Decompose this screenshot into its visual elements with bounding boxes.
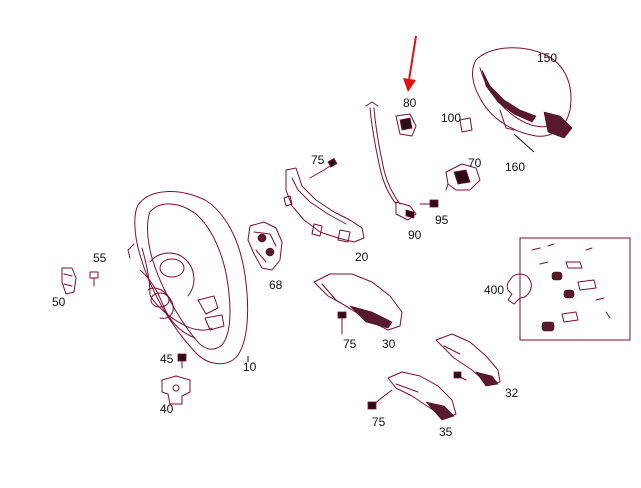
label-part-45: 45: [160, 352, 174, 366]
part-30-cover: [313, 273, 403, 331]
label-part-35: 35: [439, 425, 453, 439]
label-part-50: 50: [52, 295, 66, 309]
label-part-80: 80: [403, 96, 417, 110]
part-95-screw: [419, 199, 439, 208]
label-part-32: 32: [505, 386, 519, 400]
label-part-160: 160: [505, 160, 526, 174]
label-part-100: 100: [441, 111, 462, 125]
label-part-55: 55: [93, 251, 107, 265]
part-150-airbag: [472, 47, 573, 139]
leader-lines: [247, 133, 535, 362]
part-68-switch: [247, 221, 283, 271]
label-part-40: 40: [160, 402, 174, 416]
part-40-bracket: [161, 375, 191, 405]
part-45-screw: [177, 353, 187, 369]
part-400-kit-box: [506, 237, 631, 341]
part-90-cable: [365, 101, 417, 221]
label-part-70: 70: [468, 156, 482, 170]
label-part-75-bottom: 75: [372, 415, 386, 429]
label-part-150: 150: [537, 51, 558, 65]
label-part-30: 30: [382, 337, 396, 351]
label-part-75-mid: 75: [343, 337, 357, 351]
part-70-switch: [445, 163, 481, 191]
part-100-clip: [459, 117, 473, 133]
label-part-10: 10: [243, 360, 257, 374]
label-part-20: 20: [355, 250, 369, 264]
part-32-cover: [435, 333, 501, 387]
part-75-screw-top: [309, 157, 338, 179]
part-55-screw: [89, 271, 99, 287]
part-75-screw-mid: [337, 311, 347, 335]
part-steering-wheel: [127, 191, 249, 365]
highlight-arrow: [403, 35, 417, 92]
label-part-400: 400: [484, 283, 505, 297]
part-20-frame: [283, 167, 365, 243]
part-50-clip: [61, 267, 77, 295]
part-80-clip: [395, 113, 417, 137]
label-part-68: 68: [269, 278, 283, 292]
label-part-90: 90: [408, 228, 422, 242]
label-part-95: 95: [435, 213, 449, 227]
part-75-screw-bottom: [367, 389, 393, 410]
label-part-75-top: 75: [311, 153, 325, 167]
part-35-cover: [387, 371, 457, 421]
